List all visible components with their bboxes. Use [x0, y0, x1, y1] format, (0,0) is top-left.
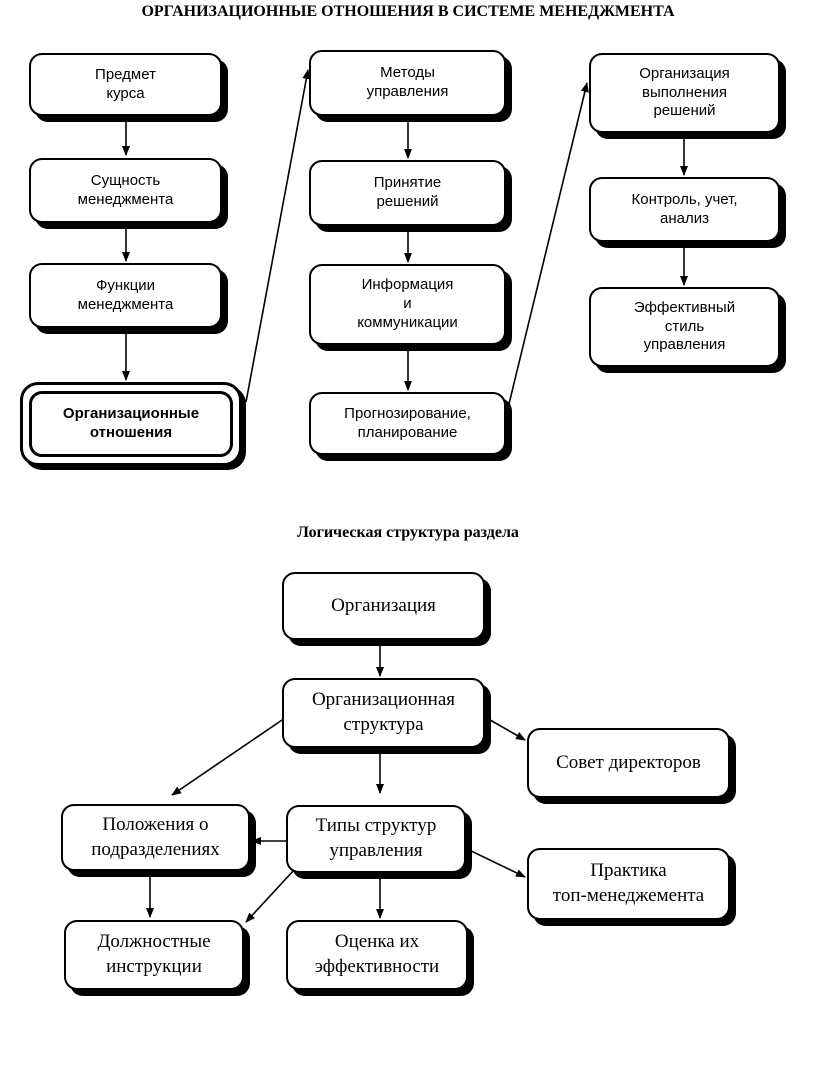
- box-forecasting-planning: Прогнозирование, планирование: [309, 392, 506, 455]
- arrow-relations-to-methods: [245, 69, 311, 403]
- box-management-functions: Функции менеджмента: [29, 263, 222, 328]
- arrow-types-to-practice: [464, 847, 526, 878]
- arrow-types-to-job: [245, 869, 295, 923]
- box-board-of-directors: Совет директоров: [527, 728, 730, 798]
- box-structure-types: Типы структур управления: [286, 805, 466, 873]
- box-unit-regulations: Положения о подразделениях: [61, 804, 250, 871]
- box-effective-style: Эффективный стиль управления: [589, 287, 780, 367]
- box-job-descriptions: Должностные инструкции: [64, 920, 244, 990]
- box-top-management-practice: Практика топ-менеджемента: [527, 848, 730, 920]
- box-execution-organization: Организация выполнения решений: [589, 53, 780, 133]
- box-control-accounting: Контроль, учет, анализ: [589, 177, 780, 242]
- box-decision-making: Принятие решений: [309, 160, 506, 226]
- box-information-communication: Информация и коммуникации: [309, 264, 506, 345]
- box-organizational-relations: Организационные отношения: [20, 382, 242, 466]
- section-title: Логическая структура раздела: [297, 524, 519, 541]
- box-management-methods: Методы управления: [309, 50, 506, 116]
- diagram-title: ОРГАНИЗАЦИОННЫЕ ОТНОШЕНИЯ В СИСТЕМЕ МЕНЕ…: [141, 3, 675, 20]
- arrow-structure-to-regulations: [171, 717, 286, 796]
- box-organization: Организация: [282, 572, 485, 640]
- arrow-forecast-to-execution: [507, 82, 589, 409]
- box-essence-of-management: Сущность менеджмента: [29, 158, 222, 223]
- box-subject-of-course: Предмет курса: [29, 53, 222, 116]
- box-organizational-relations-label: Организационные отношения: [29, 391, 233, 457]
- box-org-structure: Организационная структура: [282, 678, 485, 748]
- box-efficiency-evaluation: Оценка их эффективности: [286, 920, 468, 990]
- arrow-structure-to-board: [484, 716, 526, 741]
